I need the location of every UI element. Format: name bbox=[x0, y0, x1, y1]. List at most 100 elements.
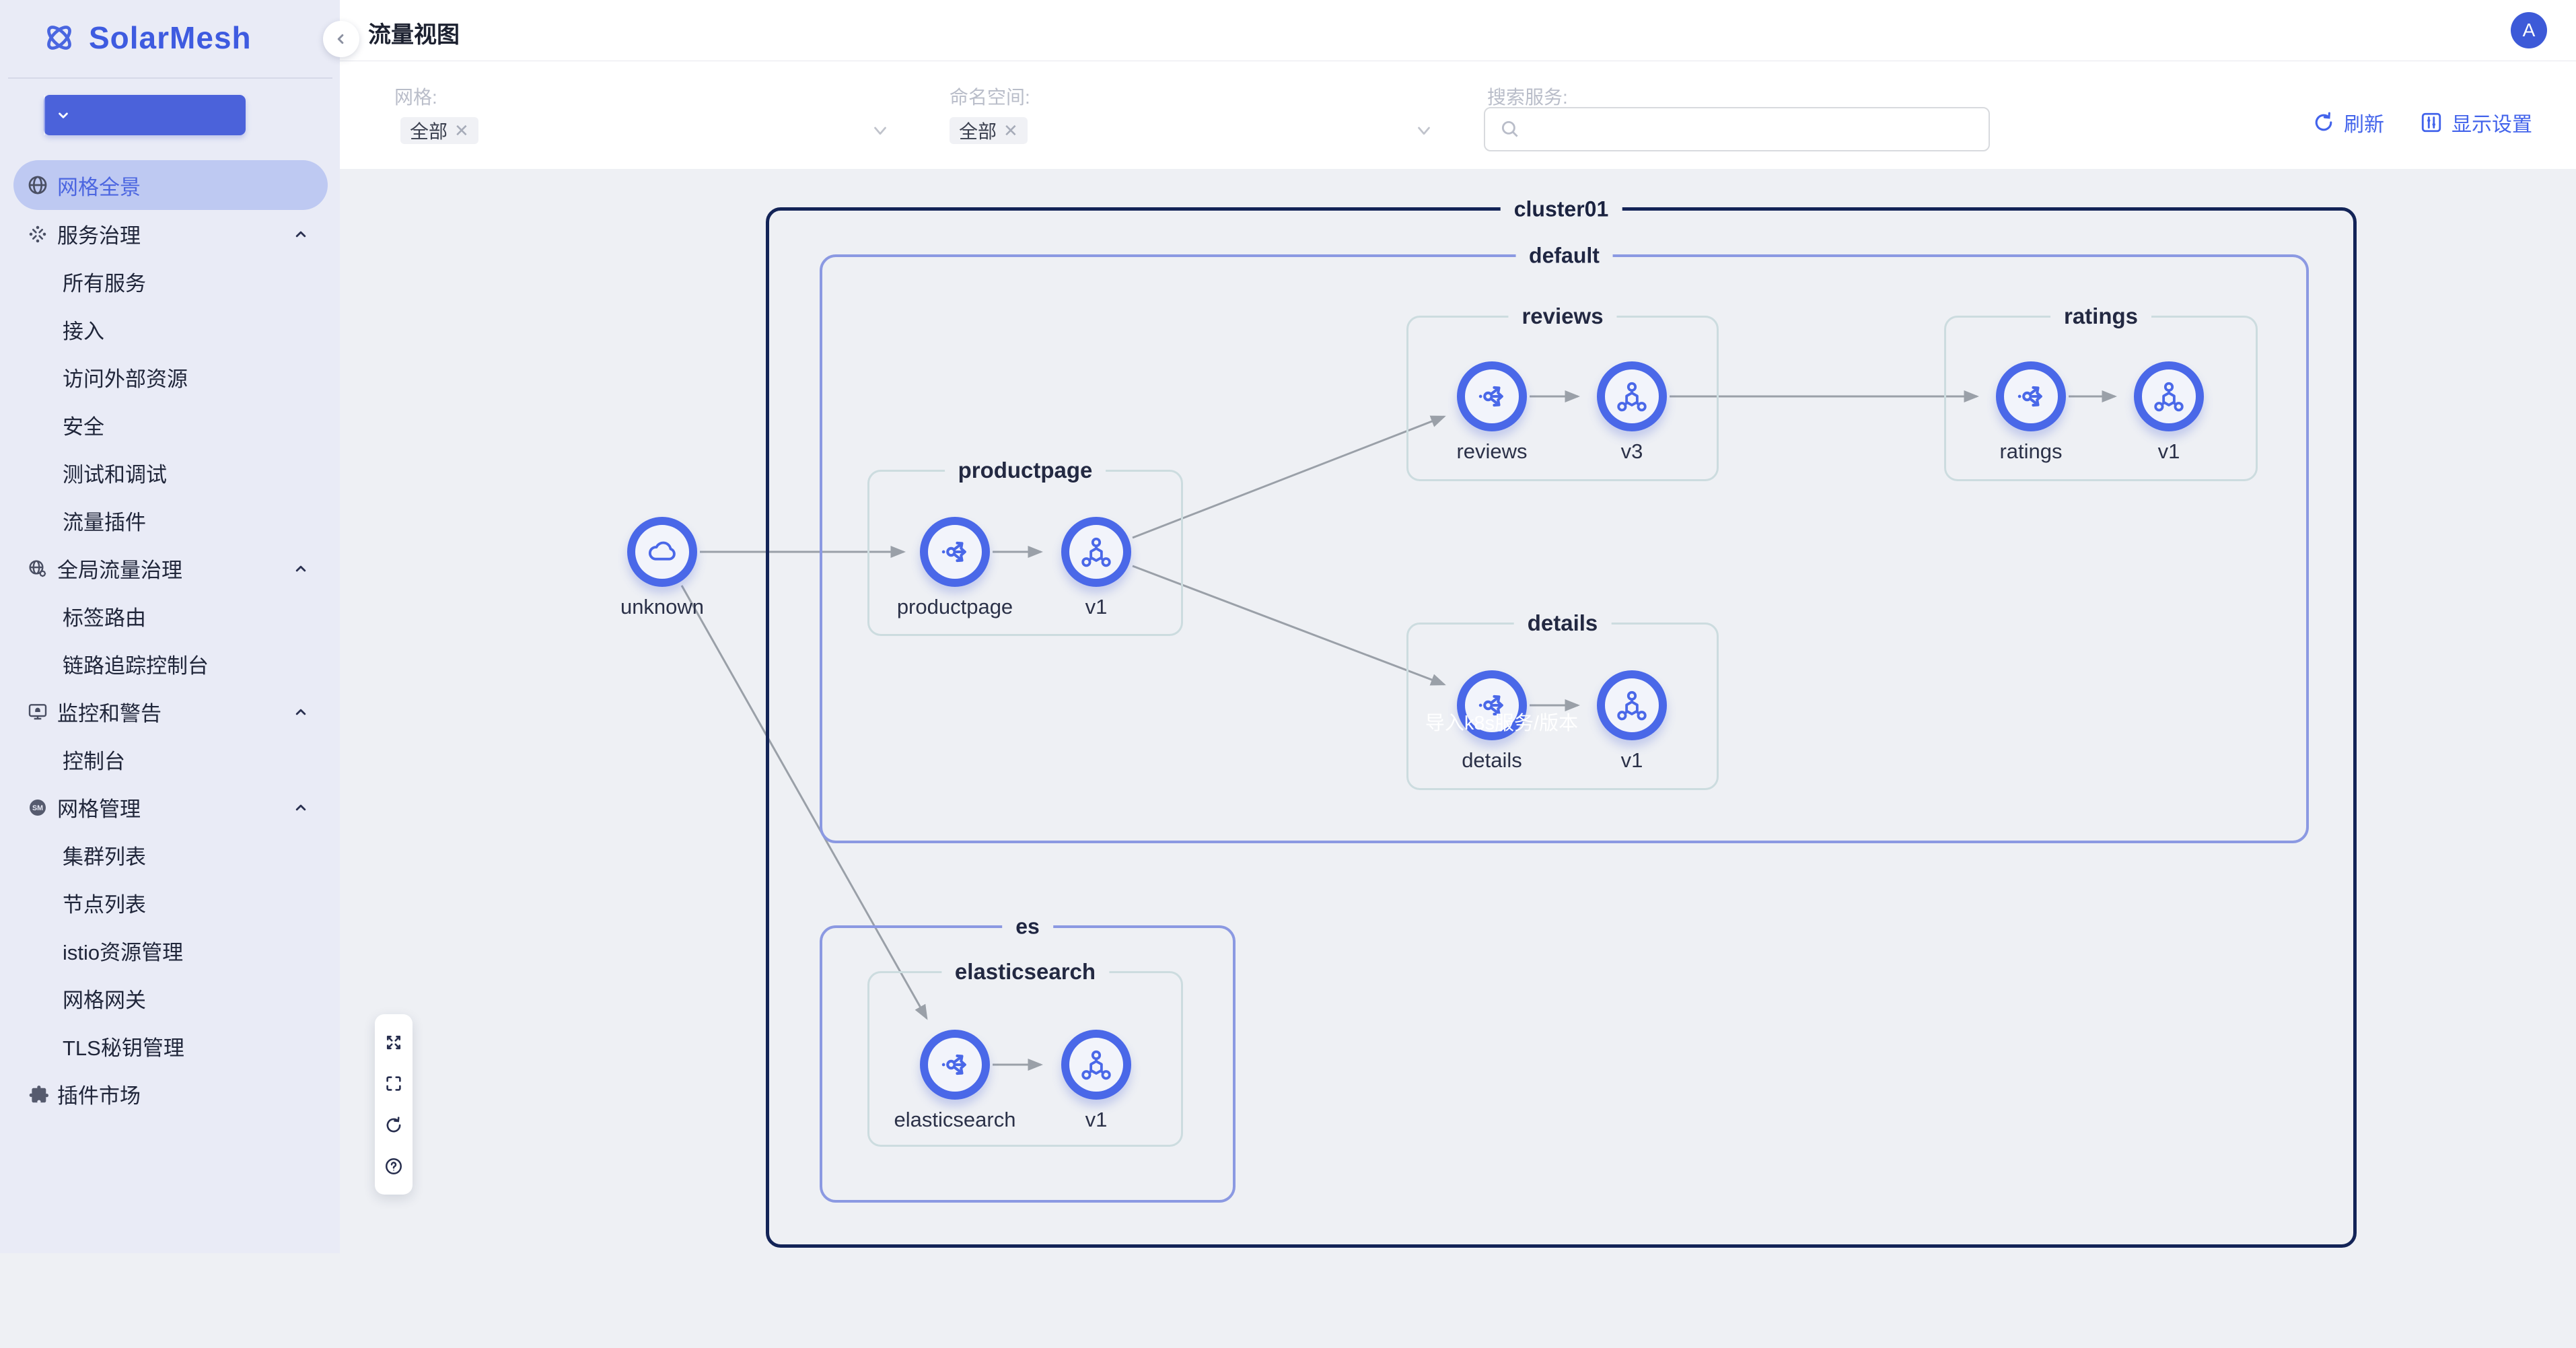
tag-close-icon[interactable]: ✕ bbox=[1003, 120, 1018, 141]
page-title: 流量视图 bbox=[368, 22, 460, 48]
mesh-filter-tag[interactable]: 全部 ✕ bbox=[400, 117, 478, 144]
cluster-box-cluster01: cluster01 bbox=[766, 197, 2357, 1248]
sidebar-item-all-services[interactable]: 所有服务 bbox=[63, 272, 146, 295]
external-node-unknown[interactable]: unknown bbox=[620, 517, 704, 618]
group-label: reviews bbox=[1508, 304, 1617, 330]
group-box-ratings: ratings bbox=[1944, 304, 2258, 481]
sidebar-nav: 网格全景 服务治理 所有服务 接入 访问外部资源 安全 测试和调试 流量插件 bbox=[0, 160, 340, 1118]
sidebar-item-mesh-gateway[interactable]: 网格网关 bbox=[63, 989, 146, 1012]
sidebar-item-cluster-list[interactable]: 集群列表 bbox=[63, 845, 146, 869]
monitor-alert-icon bbox=[26, 700, 50, 724]
service-node-elasticsearch[interactable]: elasticsearch bbox=[894, 1030, 1015, 1131]
display-settings-icon bbox=[2419, 110, 2443, 135]
group-box-productpage: productpage bbox=[867, 458, 1183, 636]
sidebar-item-node-list[interactable]: 节点列表 bbox=[63, 893, 146, 917]
mesh-filter-label: 网格: bbox=[394, 87, 437, 108]
sidebar-section-mesh-manage[interactable]: SM 网格管理 bbox=[0, 783, 340, 831]
sidebar-section-monitor-alert[interactable]: 监控和警告 bbox=[0, 688, 340, 736]
cluster-label: cluster01 bbox=[1500, 197, 1622, 222]
sidebar-item-external-resources[interactable]: 访问外部资源 bbox=[63, 367, 188, 391]
sidebar-item-plugin-market[interactable]: 插件市场 bbox=[0, 1070, 340, 1118]
search-service-input[interactable] bbox=[1531, 118, 1962, 140]
namespace-label: es bbox=[1002, 914, 1053, 939]
version-node-reviews-v3[interactable]: v3 bbox=[1597, 361, 1667, 463]
service-node-productpage[interactable]: productpage bbox=[897, 517, 1013, 618]
namespace-filter-tag[interactable]: 全部 ✕ bbox=[950, 117, 1028, 144]
top-bar: 流量视图 A bbox=[340, 0, 2576, 61]
sidebar-section-global-traffic[interactable]: 全局流量治理 bbox=[0, 544, 340, 592]
sidebar: SolarMesh 导入k8s服务/版本 网格全景 bbox=[0, 0, 1578, 1253]
sidebar-item-tls-keys[interactable]: TLS秘钥管理 bbox=[63, 1036, 184, 1060]
display-settings-button[interactable]: 显示设置 bbox=[2419, 108, 2532, 137]
service-governance-icon bbox=[26, 222, 50, 246]
global-traffic-icon bbox=[26, 557, 50, 581]
group-box-details: details bbox=[1406, 610, 1719, 790]
app-logo: SolarMesh bbox=[40, 19, 252, 57]
refresh-icon bbox=[2312, 110, 2336, 135]
workload-icon bbox=[1061, 517, 1131, 587]
sidebar-item-tracing-console[interactable]: 链路追踪控制台 bbox=[63, 654, 209, 678]
group-label: details bbox=[1513, 610, 1612, 637]
svg-text:SM: SM bbox=[32, 804, 43, 812]
tag-close-icon[interactable]: ✕ bbox=[454, 120, 469, 141]
reload-button[interactable] bbox=[380, 1112, 407, 1139]
chevron-up-icon[interactable] bbox=[291, 559, 310, 578]
sidebar-item-traffic-plugins[interactable]: 流量插件 bbox=[63, 511, 146, 534]
group-box-reviews: reviews bbox=[1406, 304, 1719, 481]
chevron-up-icon[interactable] bbox=[291, 703, 310, 721]
service-node-details[interactable]: details bbox=[1457, 670, 1527, 772]
app-name: SolarMesh bbox=[89, 20, 252, 55]
fit-view-button[interactable] bbox=[380, 1029, 407, 1056]
import-dropdown-button[interactable] bbox=[44, 95, 81, 135]
selected-pill bbox=[13, 160, 328, 210]
sidebar-collapse-button[interactable] bbox=[323, 21, 359, 57]
help-button[interactable] bbox=[380, 1153, 407, 1180]
globe-icon bbox=[26, 173, 50, 197]
sidebar-divider bbox=[8, 77, 332, 79]
group-label: productpage bbox=[944, 458, 1106, 484]
service-node-reviews[interactable]: reviews bbox=[1456, 361, 1528, 463]
mesh-manage-icon: SM bbox=[26, 795, 50, 820]
namespace-select-chevron-icon[interactable] bbox=[1414, 123, 1434, 139]
mesh-select-chevron-icon[interactable] bbox=[870, 123, 890, 139]
chevron-up-icon[interactable] bbox=[291, 798, 310, 817]
sidebar-item-console[interactable]: 控制台 bbox=[63, 750, 125, 773]
sidebar-item-istio-resources[interactable]: istio资源管理 bbox=[63, 941, 184, 964]
graph-toolbar bbox=[375, 1014, 413, 1195]
sidebar-item-label-routing[interactable]: 标签路由 bbox=[63, 606, 146, 630]
service-icon bbox=[920, 1030, 990, 1100]
search-filter-label: 搜索服务: bbox=[1487, 87, 1568, 108]
group-label: ratings bbox=[2050, 304, 2152, 330]
solarmesh-atom-icon bbox=[40, 19, 78, 57]
main-area: 流量视图 A 网格: 全部 ✕ 命名空间: 全部 ✕ 搜索服务: bbox=[340, 0, 2576, 1253]
sidebar-item-mesh-overview[interactable]: 网格全景 bbox=[0, 160, 340, 210]
version-node-elasticsearch-v1[interactable]: v1 bbox=[1061, 1030, 1131, 1131]
group-label: elasticsearch bbox=[941, 959, 1110, 985]
version-node-details-v1[interactable]: v1 bbox=[1597, 670, 1667, 772]
search-icon bbox=[1499, 118, 1522, 141]
import-k8s-label[interactable]: 导入k8s服务/版本 bbox=[1425, 713, 1579, 734]
user-avatar[interactable]: A bbox=[2511, 12, 2547, 48]
namespace-box-default: default bbox=[820, 243, 2309, 843]
filter-bar: 网格: 全部 ✕ 命名空间: 全部 ✕ 搜索服务: bbox=[340, 61, 2576, 169]
namespace-box-es: es bbox=[820, 914, 1236, 1203]
chevron-up-icon[interactable] bbox=[291, 225, 310, 244]
topology-edges bbox=[680, 390, 2117, 1071]
sidebar-section-service-governance[interactable]: 服务治理 bbox=[0, 210, 340, 258]
sidebar-item-ingress[interactable]: 接入 bbox=[63, 320, 104, 343]
fullscreen-button[interactable] bbox=[380, 1070, 407, 1097]
sidebar-item-test-debug[interactable]: 测试和调试 bbox=[63, 463, 167, 487]
service-icon bbox=[920, 517, 990, 587]
service-node-ratings[interactable]: ratings bbox=[1996, 361, 2066, 463]
refresh-button[interactable]: 刷新 bbox=[2312, 108, 2384, 137]
puzzle-icon bbox=[26, 1082, 50, 1106]
namespace-label: default bbox=[1515, 243, 1613, 269]
namespace-filter-label: 命名空间: bbox=[950, 87, 1030, 108]
group-box-elasticsearch: elasticsearch bbox=[867, 959, 1183, 1147]
topology-canvas[interactable]: cluster01 default reviews ratings produc… bbox=[340, 169, 2576, 1253]
import-k8s-button[interactable]: 导入k8s服务/版本 bbox=[44, 95, 1578, 734]
version-node-productpage-v1[interactable]: v1 bbox=[1061, 517, 1131, 618]
version-node-ratings-v1[interactable]: v1 bbox=[2134, 361, 2204, 463]
search-service-box[interactable] bbox=[1484, 107, 1990, 151]
sidebar-item-security[interactable]: 安全 bbox=[63, 415, 104, 439]
